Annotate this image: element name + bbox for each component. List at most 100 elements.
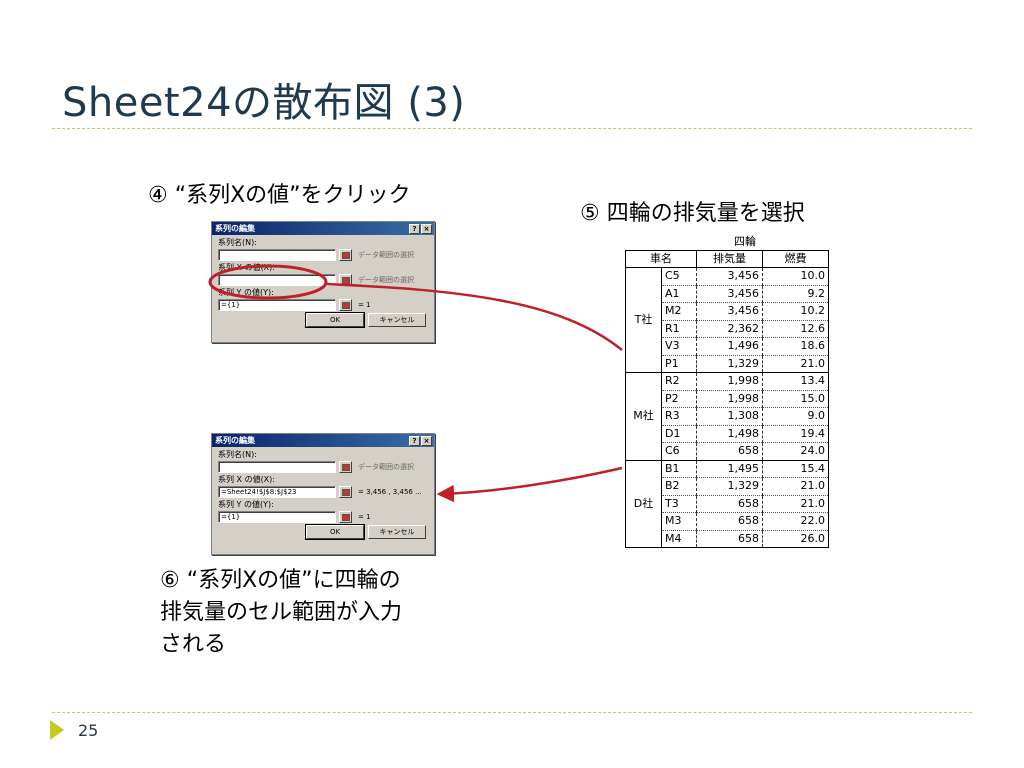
fuel-cell[interactable]: 21.0 — [762, 355, 829, 373]
car-name-cell[interactable]: C6 — [661, 442, 697, 461]
car-name-cell[interactable]: C5 — [661, 267, 697, 286]
ok-button[interactable]: OK — [305, 312, 365, 328]
car-name-cell[interactable]: M2 — [661, 302, 697, 321]
slide-title: Sheet24の散布図 (3) — [62, 80, 466, 126]
fuel-cell[interactable]: 18.6 — [762, 337, 829, 356]
car-name-cell[interactable]: M3 — [661, 512, 697, 531]
car-name-cell[interactable]: A1 — [661, 285, 697, 303]
displacement-cell[interactable]: 1,496 — [696, 337, 763, 356]
car-name-cell[interactable]: M4 — [661, 530, 697, 548]
help-button[interactable]: ? — [409, 435, 420, 446]
displacement-cell[interactable]: 658 — [696, 512, 763, 531]
fuel-cell[interactable]: 21.0 — [762, 495, 829, 513]
help-button[interactable]: ? — [409, 223, 420, 234]
car-name-cell[interactable]: B1 — [661, 460, 697, 478]
fuel-cell[interactable]: 9.2 — [762, 285, 829, 303]
fuel-cell[interactable]: 10.2 — [762, 302, 829, 321]
series-name-input[interactable] — [218, 248, 336, 261]
caption-step6-line1: ⑥ “系列Xの値”に四輪の — [160, 568, 401, 593]
range-select-icon[interactable] — [339, 510, 352, 523]
range-select-icon[interactable] — [339, 298, 352, 311]
displacement-cell[interactable]: 2,362 — [696, 320, 763, 338]
car-name-cell[interactable]: R2 — [661, 372, 697, 391]
displacement-cell[interactable]: 3,456 — [696, 302, 763, 321]
x-values-input[interactable] — [218, 273, 336, 286]
car-name-cell[interactable]: R3 — [661, 407, 697, 426]
dialog-title: 系列の編集 — [215, 224, 255, 233]
y-values-input[interactable]: ={1} — [218, 298, 336, 311]
title-divider — [52, 128, 972, 129]
displacement-cell[interactable]: 1,329 — [696, 355, 763, 373]
fuel-cell[interactable]: 26.0 — [762, 530, 829, 548]
range-select-icon[interactable] — [339, 460, 352, 473]
displacement-cell[interactable]: 1,308 — [696, 407, 763, 426]
ok-button[interactable]: OK — [305, 524, 365, 540]
x-values-input[interactable]: =Sheet24!$J$8:$J$23 — [218, 485, 336, 498]
car-name-cell[interactable]: R1 — [661, 320, 697, 338]
displacement-cell[interactable]: 1,998 — [696, 372, 763, 391]
displacement-cell[interactable]: 658 — [696, 495, 763, 513]
displacement-cell[interactable]: 1,998 — [696, 390, 763, 408]
y-values-input[interactable]: ={1} — [218, 510, 336, 523]
displacement-cell[interactable]: 3,456 — [696, 267, 763, 286]
close-button[interactable]: × — [421, 223, 432, 234]
fuel-cell[interactable]: 15.0 — [762, 390, 829, 408]
fuel-cell[interactable]: 13.4 — [762, 372, 829, 391]
fuel-cell[interactable]: 9.0 — [762, 407, 829, 426]
fuel-cell[interactable]: 19.4 — [762, 425, 829, 443]
displacement-cell[interactable]: 1,495 — [696, 460, 763, 478]
car-name-cell[interactable]: P2 — [661, 390, 697, 408]
col-header-displacement[interactable]: 排気量 — [696, 250, 763, 268]
car-name-cell[interactable]: P1 — [661, 355, 697, 373]
group-header: 四輪 — [661, 234, 829, 251]
cancel-button[interactable]: キャンセル — [368, 525, 426, 539]
maker-cell[interactable]: M社 — [625, 372, 662, 461]
caption-step5: ⑤ 四輪の排気量を選択 — [580, 201, 805, 226]
range-select-icon[interactable] — [339, 485, 352, 498]
maker-cell[interactable]: T社 — [625, 267, 662, 373]
x-values-label: 系列 X の値(X): — [218, 263, 275, 272]
displacement-cell[interactable]: 1,329 — [696, 477, 763, 496]
col-header-fuel[interactable]: 燃費 — [762, 250, 829, 268]
car-name-cell[interactable]: B2 — [661, 477, 697, 496]
caption-step6: ⑥ “系列Xの値”に四輪の 排気量のセル範囲が入力 される — [160, 565, 402, 661]
fuel-cell[interactable]: 24.0 — [762, 442, 829, 461]
fuel-cell[interactable]: 10.0 — [762, 267, 829, 286]
car-name-cell[interactable]: V3 — [661, 337, 697, 356]
range-select-icon[interactable] — [339, 248, 352, 261]
series-name-input[interactable] — [218, 460, 336, 473]
displacement-cell[interactable]: 658 — [696, 530, 763, 548]
series-name-label: 系列名(N): — [218, 450, 257, 459]
close-button[interactable]: × — [421, 435, 432, 446]
fuel-cell[interactable]: 22.0 — [762, 512, 829, 531]
col-header-maker[interactable]: 車名 — [625, 250, 697, 268]
car-name-cell[interactable]: D1 — [661, 425, 697, 443]
displacement-cell[interactable]: 3,456 — [696, 285, 763, 303]
displacement-cell[interactable]: 1,498 — [696, 425, 763, 443]
fuel-cell[interactable]: 21.0 — [762, 477, 829, 496]
displacement-cell[interactable]: 658 — [696, 442, 763, 461]
car-name-cell[interactable]: T3 — [661, 495, 697, 513]
maker-cell[interactable]: D社 — [625, 460, 662, 548]
range-select-icon[interactable] — [339, 273, 352, 286]
fuel-cell[interactable]: 15.4 — [762, 460, 829, 478]
series-name-hint: データ範囲の選択 — [358, 462, 414, 471]
cancel-button[interactable]: キャンセル — [368, 313, 426, 327]
fuel-cell[interactable]: 12.6 — [762, 320, 829, 338]
